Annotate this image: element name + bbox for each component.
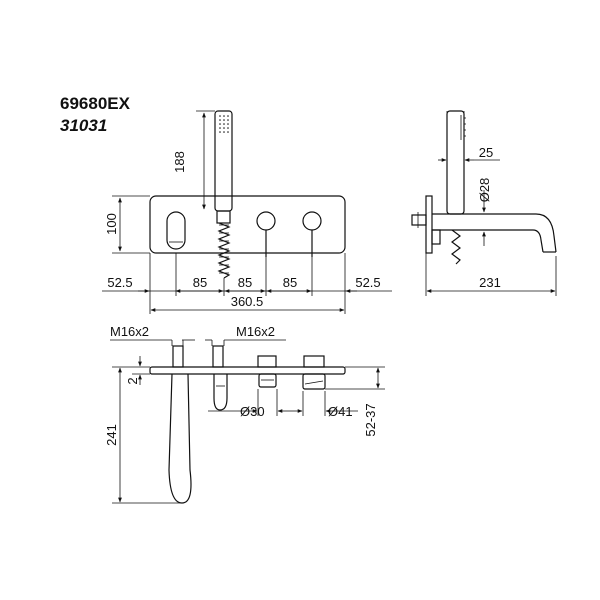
shower-hose <box>217 222 231 279</box>
dim-spout-diameter: Ø28 <box>477 178 492 203</box>
product-code-secondary: 31031 <box>60 116 107 135</box>
top-view: M16x2 M16x2 2 241 Ø30 Ø41 52-37 <box>104 324 385 504</box>
connector-left <box>172 345 184 368</box>
dim-spacing-right: 52.5 <box>355 275 380 290</box>
hand-shower-nozzles <box>219 115 229 133</box>
knob-top-large <box>302 373 326 390</box>
product-code-primary: 69680EX <box>60 94 131 113</box>
spout-side <box>432 213 557 253</box>
dim-thread-right: M16x2 <box>236 324 275 339</box>
spout-top <box>168 373 192 504</box>
knob-1 <box>256 211 276 231</box>
side-view: 25 Ø28 231 <box>411 110 557 296</box>
dim-plate-thickness: 2 <box>125 377 140 384</box>
dim-knob-small: Ø30 <box>240 404 265 419</box>
dim-knob-large: Ø41 <box>328 404 353 419</box>
knob-2 <box>302 211 322 231</box>
wall-plate-front <box>149 195 346 254</box>
dim-spout-length: 241 <box>104 424 119 446</box>
dim-spacing-left: 52.5 <box>107 275 132 290</box>
dim-thread-left: M16x2 <box>110 324 149 339</box>
dim-offset: 25 <box>479 145 493 160</box>
dim-projection: 231 <box>479 275 501 290</box>
wall-plate-top <box>149 366 346 375</box>
connector-right <box>212 345 224 368</box>
dim-wall-adjustment: 52-37 <box>363 403 378 436</box>
dim-overall-width: 360.5 <box>231 294 264 309</box>
dim-plate-height: 100 <box>104 213 119 235</box>
hand-shower-side <box>446 110 465 215</box>
dim-spacing-3: 85 <box>283 275 297 290</box>
dim-spacing-1: 85 <box>193 275 207 290</box>
dim-spacing-2: 85 <box>238 275 252 290</box>
spout-outlet <box>166 211 186 250</box>
dim-handshower-height: 188 <box>172 151 187 173</box>
knob-top-small <box>258 373 277 388</box>
front-view: 188 100 52.5 85 85 85 52.5 360.5 <box>102 110 392 314</box>
